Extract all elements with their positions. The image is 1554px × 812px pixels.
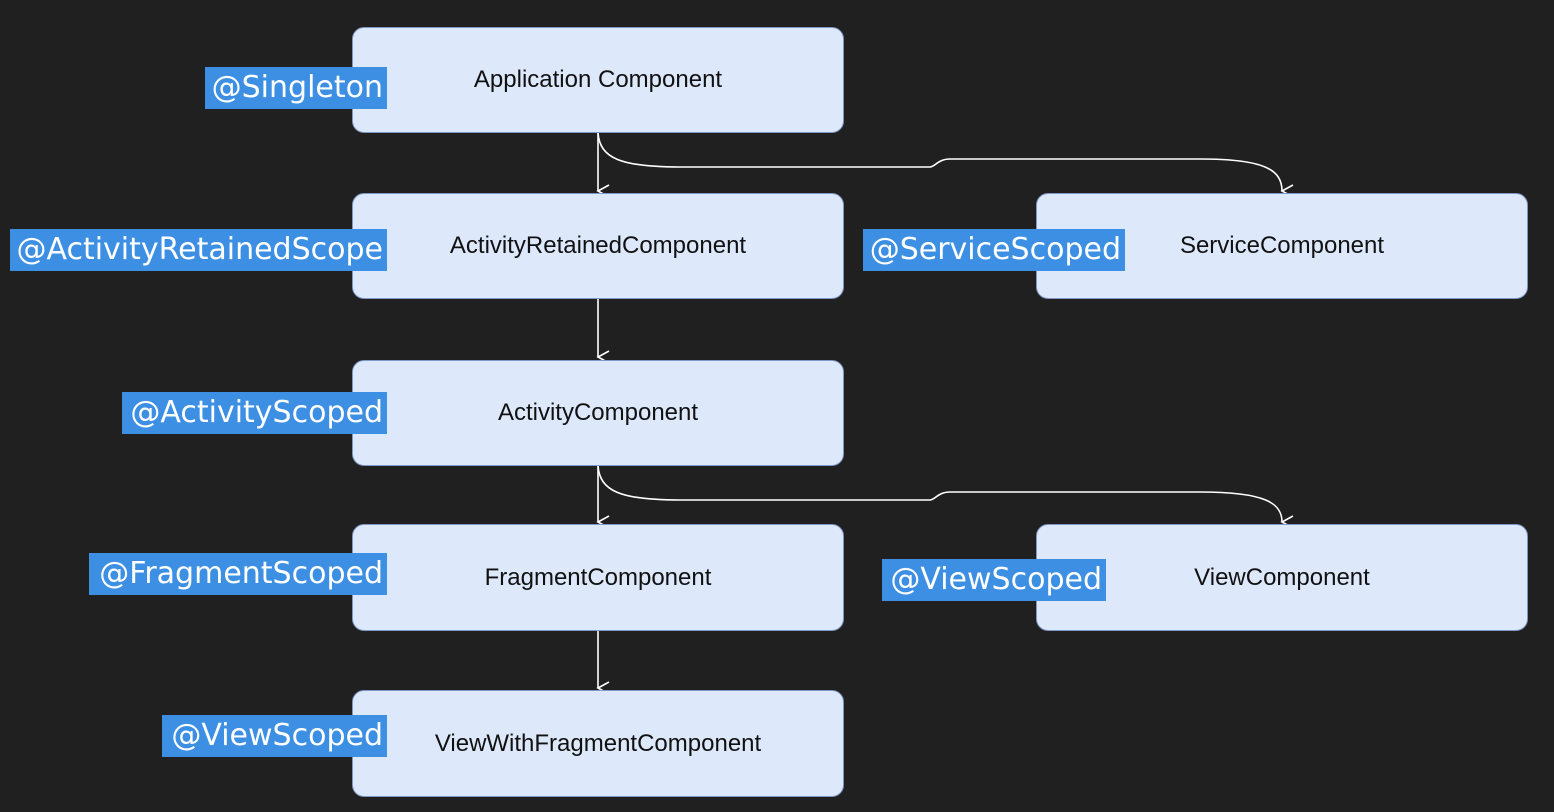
scope-tag-activity-retained-scope: @ActivityRetainedScope — [10, 229, 387, 271]
node-label: ServiceComponent — [1179, 232, 1385, 259]
node-view-with-fragment-component: ViewWithFragmentComponent — [352, 690, 844, 797]
edge-application-to-service — [597, 132, 1294, 198]
node-activity-component: ActivityComponent — [352, 360, 844, 466]
scope-tag-activity-scoped: @ActivityScoped — [122, 392, 387, 434]
scope-tag-view-scoped-fragment: @ViewScoped — [162, 715, 387, 757]
node-label: FragmentComponent — [484, 563, 712, 591]
scope-tag-service-scoped: @ServiceScoped — [863, 229, 1125, 271]
node-view-component: ViewComponent — [1036, 524, 1528, 631]
scope-tag-view-scoped: @ViewScoped — [882, 559, 1106, 601]
node-application-component: Application Component — [352, 27, 844, 133]
scope-tag-singleton: @Singleton — [205, 67, 387, 109]
node-label: ActivityRetainedComponent — [449, 232, 747, 259]
node-label: ViewComponent — [1194, 563, 1370, 591]
node-activity-retained-component: ActivityRetainedComponent — [352, 193, 844, 299]
node-label: Application Component — [473, 66, 723, 93]
edge-activity-to-view — [597, 465, 1294, 529]
node-label: ViewWithFragmentComponent — [434, 729, 762, 757]
scope-tag-fragment-scoped: @FragmentScoped — [89, 553, 387, 595]
node-label: ActivityComponent — [497, 399, 699, 426]
node-fragment-component: FragmentComponent — [352, 524, 844, 631]
